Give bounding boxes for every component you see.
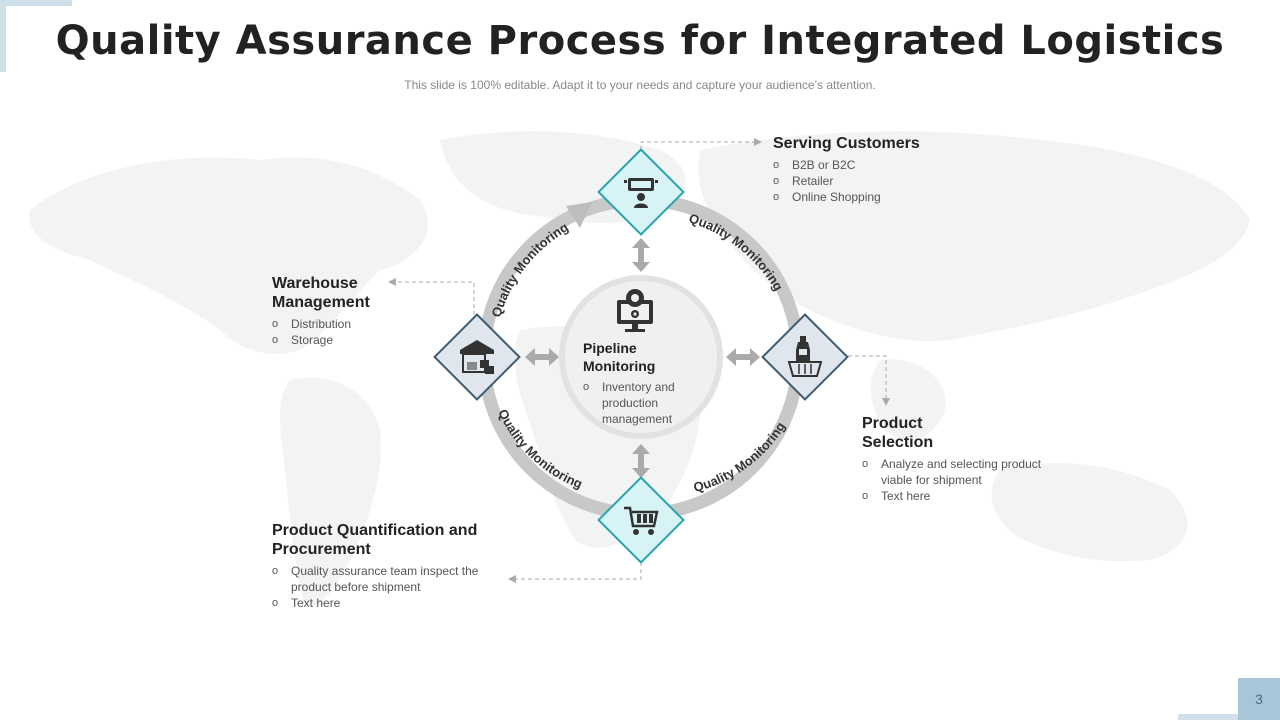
dashed-connectors <box>388 138 890 583</box>
block-list: Quality assurance team inspect the produ… <box>272 563 512 611</box>
node-diamond-top <box>597 148 685 236</box>
list-item: Online Shopping <box>773 189 923 205</box>
ring-arrowhead <box>566 202 592 228</box>
list-item: Text here <box>272 595 512 611</box>
double-arrow-bottom <box>632 444 650 478</box>
node-diamond-right <box>761 313 849 401</box>
gear-monitor-icon <box>617 289 653 332</box>
footer-decoration <box>1178 714 1238 720</box>
double-arrow-left <box>525 348 559 366</box>
block-heading: Product Quantification and Procurement <box>272 522 478 558</box>
corner-decoration <box>0 0 72 72</box>
page-title: Quality Assurance Process for Integrated… <box>55 18 1225 64</box>
center-list: Inventory and production management <box>583 379 703 427</box>
node-diamond-bottom <box>597 476 685 564</box>
text-block-serving-customers: Serving Customers B2B or B2C Retailer On… <box>773 134 923 205</box>
block-list: Analyze and selecting product viable for… <box>862 456 1052 504</box>
center-text-block: Pipeline Monitoring Inventory and produc… <box>583 339 703 427</box>
list-item: B2B or B2C <box>773 157 923 173</box>
text-block-warehouse-management: Warehouse Management Distribution Storag… <box>272 274 382 348</box>
block-heading: Serving Customers <box>773 135 920 152</box>
ring-label-text: Quality Monitoring <box>488 219 570 319</box>
page-subtitle: This slide is 100% editable. Adapt it to… <box>404 78 876 92</box>
warehouse-icon <box>460 340 494 374</box>
list-item: Storage <box>272 332 382 348</box>
double-arrow-top <box>632 238 650 272</box>
center-heading: Pipeline Monitoring <box>583 340 656 374</box>
list-item: Retailer <box>773 173 923 189</box>
block-heading: Warehouse Management <box>272 275 370 311</box>
connector-arrows <box>525 238 760 478</box>
shopping-cart-icon <box>624 506 659 535</box>
list-item: Distribution <box>272 316 382 332</box>
text-block-product-selection: Product Selection Analyze and selecting … <box>862 414 1052 504</box>
block-list: B2B or B2C Retailer Online Shopping <box>773 157 923 205</box>
block-list: Distribution Storage <box>272 316 382 348</box>
text-block-product-quantification: Product Quantification and Procurement Q… <box>272 521 512 611</box>
product-basket-icon <box>787 336 823 377</box>
list-item: Inventory and production management <box>583 379 703 427</box>
ring-label-top-left: Quality Monitoring <box>488 219 570 319</box>
customer-service-icon <box>624 178 658 208</box>
node-diamond-left <box>433 313 521 401</box>
list-item: Analyze and selecting product viable for… <box>862 456 1052 488</box>
double-arrow-right <box>726 348 760 366</box>
block-heading: Product Selection <box>862 415 934 451</box>
list-item: Text here <box>862 488 1052 504</box>
list-item: Quality assurance team inspect the produ… <box>272 563 512 595</box>
page-number: 3 <box>1238 678 1280 720</box>
